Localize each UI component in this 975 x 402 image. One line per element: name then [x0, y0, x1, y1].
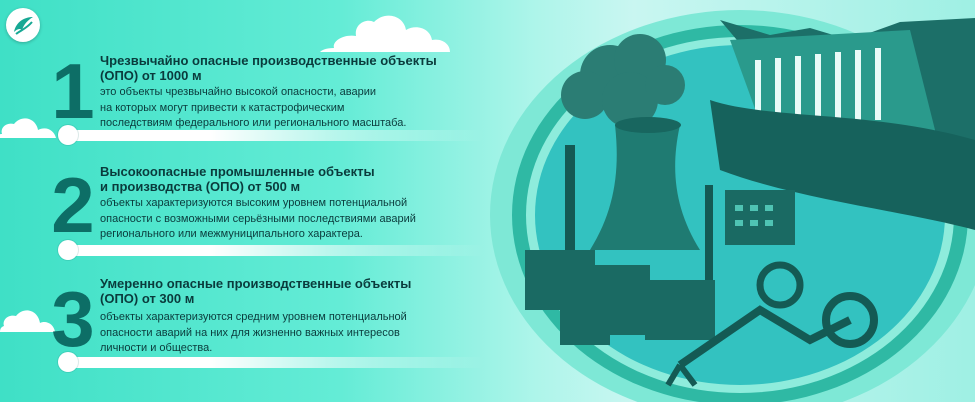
class-number: 3 [51, 275, 94, 363]
logo-icon [6, 8, 40, 42]
timeline-bar [58, 240, 484, 260]
dam-spillways [755, 48, 881, 120]
class-title: Чрезвычайно опасные производственные объ… [100, 53, 437, 83]
cloud-decoration-top [320, 15, 450, 52]
timeline-bar [58, 125, 484, 145]
cloud-decoration-left [0, 118, 56, 138]
class-description: объекты характеризуются средним уровнем … [100, 311, 407, 354]
chimney-right [705, 185, 713, 295]
cooling-tower [590, 125, 700, 250]
timeline-bar [58, 352, 484, 372]
smoke-cloud [561, 34, 685, 128]
chimney-left [565, 145, 575, 295]
class-title: Высокоопасные промышленные объекты и про… [100, 164, 375, 194]
settling-tank [822, 292, 878, 348]
class-number: 2 [51, 161, 94, 249]
industrial-illustration [490, 10, 975, 402]
class-description: объекты характеризуются высоким уровнем … [100, 197, 416, 240]
outflow [665, 363, 698, 387]
dark-shore [710, 100, 975, 230]
settling-tank [756, 261, 804, 309]
class-description: это объекты чрезвычайно высокой опасност… [100, 86, 407, 129]
factory-buildings [525, 190, 795, 345]
class-title: Умеренно опасные производственные объект… [100, 276, 412, 306]
class-number: 1 [51, 47, 94, 135]
cloud-decoration-bottom [0, 310, 55, 332]
building-windows [735, 205, 773, 226]
